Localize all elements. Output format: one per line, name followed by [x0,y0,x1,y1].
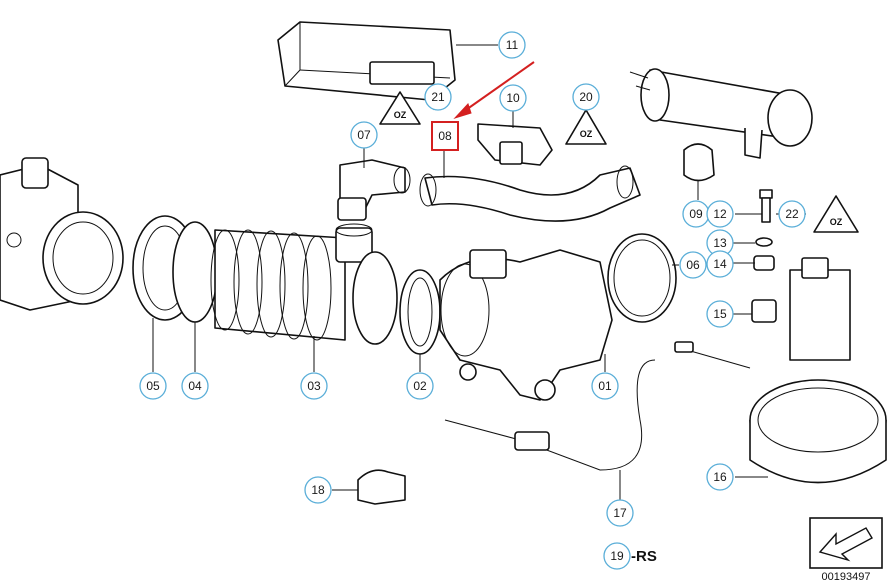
svg-text:21: 21 [431,90,445,104]
callout-15[interactable]: 15 [706,300,734,328]
control-cable [444,341,751,471]
callout-18[interactable]: 18 [304,476,332,504]
callout-03[interactable]: 03 [300,372,328,400]
callout-21[interactable]: 21 [424,83,452,111]
svg-text:04: 04 [188,379,202,393]
arrow-icon[interactable] [809,517,883,569]
callout-06[interactable]: 06 [679,251,707,279]
callout-14[interactable]: 14 [706,250,734,278]
svg-text:02: 02 [413,379,427,393]
svg-text:OZ: OZ [394,110,407,120]
svg-text:16: 16 [713,470,727,484]
callout-13[interactable]: 13 [706,229,734,257]
svg-text:08: 08 [438,129,452,143]
elbow-fitting [337,159,411,221]
sensor [477,123,553,166]
callout-19[interactable]: 19 [603,542,631,570]
callout-04[interactable]: 04 [181,372,209,400]
callout-11[interactable]: 11 [498,31,526,59]
idle-control-valve [749,257,887,484]
warning-triangle-icon: OZ [379,91,421,125]
callout-19-suffix: -RS [631,548,657,565]
callout-22[interactable]: 22 [778,200,806,228]
svg-text:17: 17 [613,506,627,520]
warning-triangle-icon: OZ [565,109,607,145]
svg-text:13: 13 [713,236,727,250]
callout-01[interactable]: 01 [591,372,619,400]
air-filter-housing [0,157,124,311]
svg-text:20: 20 [579,90,593,104]
svg-text:11: 11 [506,38,519,52]
callout-09[interactable]: 09 [682,200,710,228]
svg-text:12: 12 [713,207,727,221]
air-hose [419,165,641,222]
callout-07[interactable]: 07 [350,121,378,149]
seal-ring [132,215,218,323]
svg-text:03: 03 [307,379,321,393]
control-unit [277,21,456,101]
fuel-pump [629,68,813,159]
fastener-set [751,189,777,323]
svg-text:10: 10 [506,91,520,105]
throttle-housing [439,249,613,401]
intake-boot [210,223,398,345]
svg-text:05: 05 [146,379,160,393]
callout-05[interactable]: 05 [139,372,167,400]
callout-10[interactable]: 10 [499,84,527,112]
callout-16[interactable]: 16 [706,463,734,491]
svg-text:15: 15 [713,307,727,321]
svg-text:OZ: OZ [830,217,843,227]
svg-text:22: 22 [785,207,799,221]
callout-20[interactable]: 20 [572,83,600,111]
hose-clamp [399,269,441,355]
warning-triangle-icon: OZ [813,195,859,233]
svg-text:06: 06 [686,258,700,272]
svg-text:18: 18 [311,483,325,497]
callout-02[interactable]: 02 [406,372,434,400]
diagram-number: 00193497 [822,571,871,583]
svg-text:01: 01 [598,379,612,393]
svg-text:14: 14 [713,257,727,271]
callout-17[interactable]: 17 [606,499,634,527]
retaining-clip [357,469,406,505]
highlight-arrow [453,61,535,120]
svg-text:09: 09 [689,207,703,221]
callout-12[interactable]: 12 [706,200,734,228]
callout-08[interactable]: 08 [431,121,459,151]
svg-text:07: 07 [357,128,371,142]
svg-text:19: 19 [610,549,624,563]
o-ring [607,233,677,323]
clamp [683,143,715,182]
svg-text:OZ: OZ [580,129,593,139]
